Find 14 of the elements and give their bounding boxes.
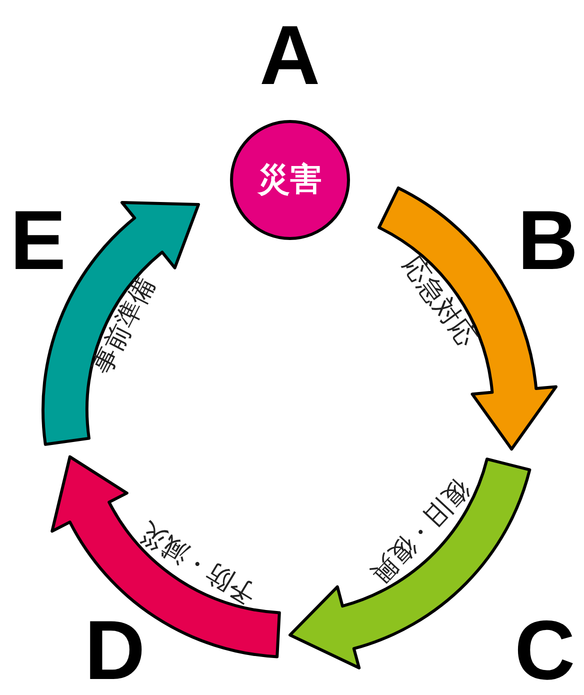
curved-arrow <box>50 455 281 658</box>
phase-label: 応急対応 <box>398 252 480 352</box>
curved-arrow <box>288 458 532 670</box>
curved-arrow <box>42 201 200 446</box>
phase-letter: B <box>518 198 578 282</box>
phase-label: 事前準備 <box>89 273 160 378</box>
disaster-circle: 災害 <box>230 120 350 240</box>
phase-label: 復旧・復興 <box>366 474 474 588</box>
phase-label: 予防・減災 <box>136 518 261 608</box>
phase-letter: D <box>84 608 146 692</box>
phase-letter: E <box>10 198 66 282</box>
curved-arrow <box>378 186 558 451</box>
phase-letter: C <box>514 608 576 692</box>
phase-letter: A <box>260 13 320 97</box>
